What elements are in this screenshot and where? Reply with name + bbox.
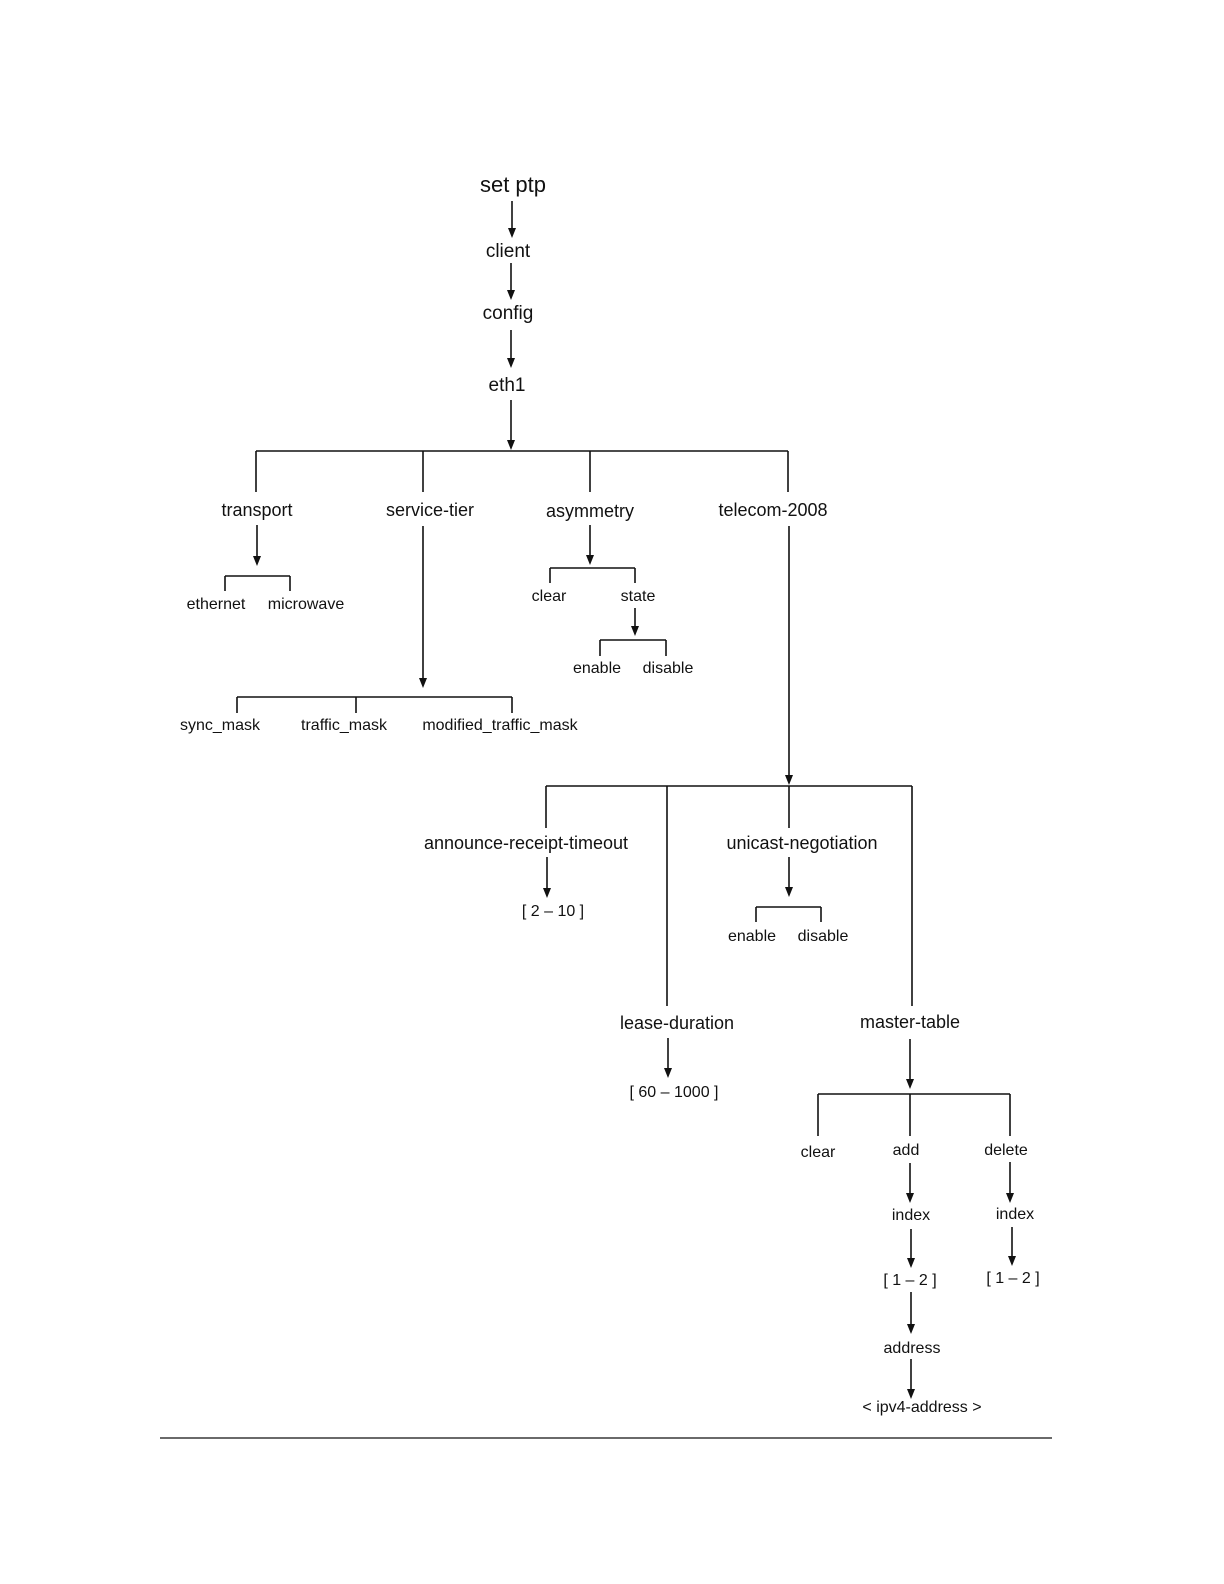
- node-lease-range: [ 60 – 1000 ]: [630, 1084, 719, 1101]
- eth1-branch-bracket: [255, 450, 789, 492]
- edge-client-to-config: [507, 263, 515, 300]
- node-ipv4-address: < ipv4-address >: [862, 1399, 981, 1416]
- node-asymmetry-state: state: [621, 588, 656, 605]
- node-service-tier: service-tier: [386, 500, 474, 520]
- edge-announce-down: [543, 857, 551, 898]
- node-unicast-negotiation: unicast-negotiation: [726, 833, 877, 853]
- node-ethernet: ethernet: [187, 596, 246, 613]
- node-unicast-enable: enable: [728, 928, 776, 945]
- state-options-bracket: [599, 639, 667, 656]
- edge-asymmetry-down: [586, 525, 594, 565]
- node-asymmetry-disable: disable: [643, 660, 694, 677]
- edge-unicast-down: [785, 857, 793, 897]
- node-telecom-2008: telecom-2008: [718, 500, 827, 520]
- node-unicast-disable: disable: [798, 928, 849, 945]
- unicast-options-bracket: [755, 906, 822, 922]
- asymmetry-options-bracket: [549, 567, 636, 583]
- node-master-table: master-table: [860, 1012, 960, 1032]
- edge-eth1-to-branch: [507, 400, 515, 450]
- edge-config-to-eth1: [507, 330, 515, 368]
- edge-delete-to-index: [1006, 1162, 1014, 1203]
- node-sync-mask: sync_mask: [180, 717, 261, 734]
- node-microwave: microwave: [268, 596, 345, 613]
- node-delete-index-range: [ 1 – 2 ]: [986, 1270, 1039, 1287]
- edge-delete-index-to-range: [1008, 1227, 1016, 1266]
- node-modified-traffic-mask: modified_traffic_mask: [422, 717, 578, 734]
- edge-add-index-to-range: [907, 1229, 915, 1268]
- node-asymmetry: asymmetry: [546, 501, 634, 521]
- node-announce-receipt-timeout: announce-receipt-timeout: [424, 833, 628, 853]
- master-table-options-bracket: [817, 1093, 1011, 1136]
- node-master-table-clear: clear: [801, 1144, 836, 1161]
- service-tier-options-bracket: [236, 696, 513, 713]
- edge-master-table-down: [906, 1039, 914, 1089]
- node-add-index: index: [892, 1207, 930, 1224]
- edge-add-to-index: [906, 1163, 914, 1203]
- node-eth1: eth1: [489, 375, 526, 396]
- node-transport: transport: [221, 500, 292, 520]
- edge-service-tier-down: [419, 526, 427, 688]
- edge-range-to-address: [907, 1292, 915, 1334]
- node-traffic-mask: traffic_mask: [301, 717, 388, 734]
- node-delete-index: index: [996, 1206, 1034, 1223]
- edge-state-down: [631, 608, 639, 636]
- edge-transport-down: [253, 525, 261, 566]
- node-set-ptp: set ptp: [480, 172, 546, 197]
- telecom-2008-options-bracket: [545, 785, 913, 1006]
- edge-telecom-2008-down: [785, 526, 793, 785]
- node-client: client: [486, 241, 531, 262]
- edge-lease-duration-down: [664, 1038, 672, 1078]
- node-address: address: [884, 1340, 941, 1357]
- node-asymmetry-clear: clear: [532, 588, 567, 605]
- edge-set-ptp-to-client: [508, 201, 516, 238]
- edge-address-to-ipv4: [907, 1359, 915, 1399]
- node-announce-range: [ 2 – 10 ]: [522, 903, 584, 920]
- transport-options-bracket: [224, 575, 291, 591]
- node-asymmetry-enable: enable: [573, 660, 621, 677]
- node-master-table-delete: delete: [984, 1142, 1028, 1159]
- node-config: config: [483, 303, 534, 324]
- node-add-index-range: [ 1 – 2 ]: [883, 1272, 936, 1289]
- node-master-table-add: add: [893, 1142, 920, 1159]
- node-lease-duration: lease-duration: [620, 1013, 734, 1033]
